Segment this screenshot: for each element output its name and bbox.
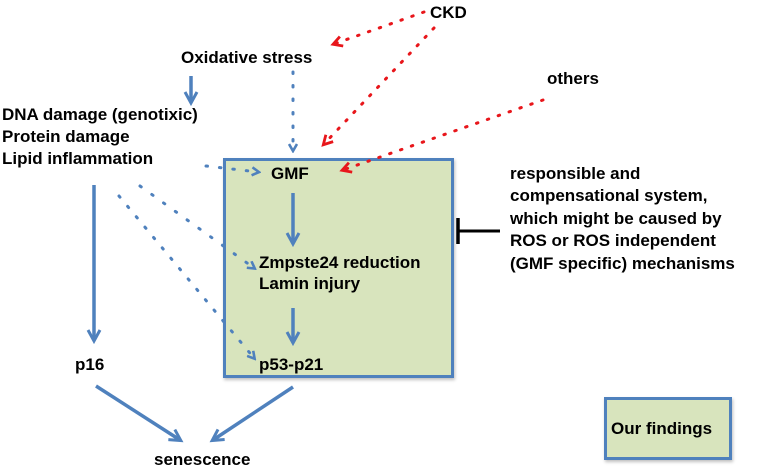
- edge-damage-to-gmf: [204, 164, 258, 172]
- edge-others-to-gmf: [339, 98, 545, 174]
- side-note-line-1: responsible and: [510, 164, 641, 183]
- node-p16: p16: [75, 355, 105, 374]
- findings-box: [223, 158, 454, 378]
- node-dna-damage: DNA damage (genotixic): [2, 105, 198, 124]
- legend-label: Our findings: [611, 419, 713, 438]
- node-zmpste24: Zmpste24 reduction: [259, 253, 421, 272]
- edge-damage-to-zmpste24: [138, 184, 254, 268]
- side-note-line-3: which might be caused by: [510, 209, 722, 228]
- node-senescence: senescence: [154, 450, 251, 469]
- edge-ckd-to-oxidative-stress: [330, 10, 426, 48]
- node-ckd: CKD: [430, 3, 467, 22]
- edge-ckd-to-gmf: [321, 26, 436, 147]
- node-others: others: [547, 69, 599, 88]
- side-note-line-5: (GMF specific) mechanisms: [510, 254, 735, 273]
- edge-box-to-senescence: [213, 385, 294, 440]
- node-p53-p21: p53-p21: [259, 355, 324, 374]
- node-protein-damage: Protein damage: [2, 127, 130, 146]
- edge-damage-to-p53: [117, 194, 254, 358]
- side-note-line-2: compensational system,: [510, 186, 708, 205]
- legend-box: [604, 397, 732, 460]
- side-note-line-4: ROS or ROS independent: [510, 231, 716, 250]
- node-lipid-inflammation: Lipid inflammation: [2, 149, 154, 168]
- node-lamin-injury: Lamin injury: [259, 274, 361, 293]
- node-oxidative-stress: Oxidative stress: [181, 48, 313, 67]
- node-gmf: GMF: [271, 164, 309, 183]
- edge-p16-to-senescence: [95, 384, 180, 440]
